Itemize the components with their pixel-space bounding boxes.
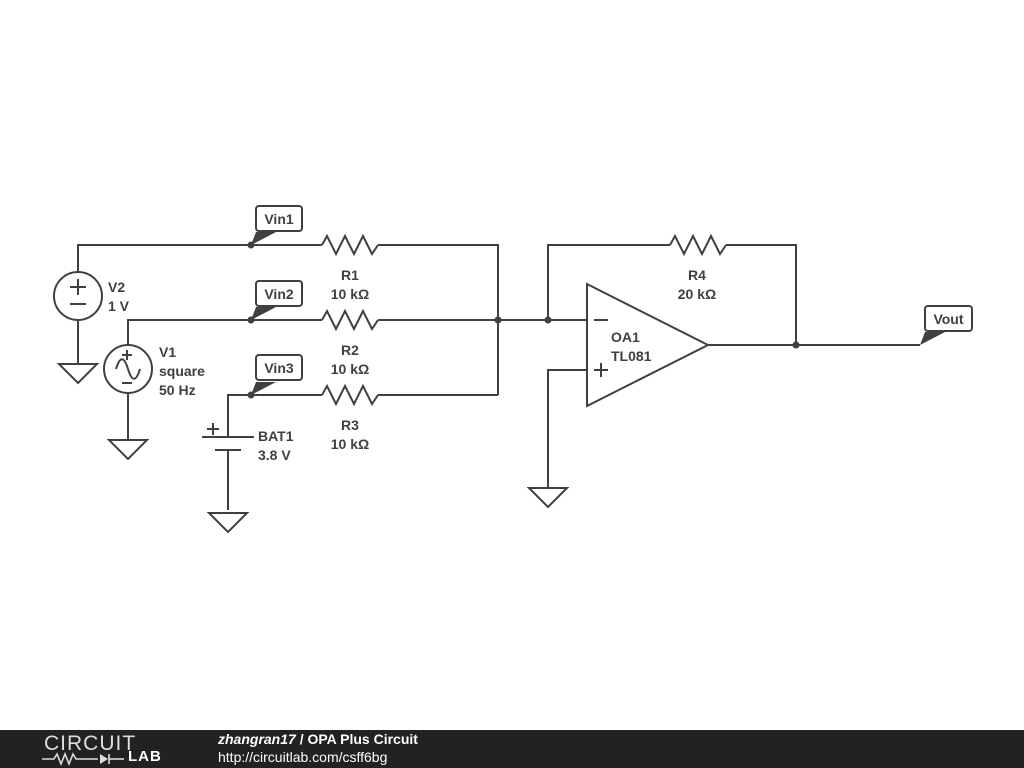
r4-value-label: 20 kΩ — [678, 286, 716, 302]
byline: zhangran17 / OPA Plus Circuit — [218, 731, 418, 747]
r2-value-label: 10 kΩ — [331, 361, 369, 377]
vin3-label: Vin3 — [264, 360, 294, 376]
v1-freq-label: 50 Hz — [159, 382, 196, 398]
net-label-vout: Vout — [920, 305, 973, 345]
ground-v2 — [56, 363, 100, 385]
circuit-title: OPA Plus Circuit — [307, 731, 418, 747]
ground-opamp — [526, 487, 570, 509]
circuit-url[interactable]: http://circuitlab.com/csff6bg — [218, 749, 388, 765]
r4-resistor: R4 20 kΩ — [669, 233, 727, 302]
r4-ref-label: R4 — [688, 267, 706, 283]
v2-ref-label: V2 — [108, 279, 125, 295]
oa1-opamp: OA1 TL081 — [586, 282, 711, 408]
v2-dc-source: V2 1 V — [53, 271, 130, 321]
r2-ref-label: R2 — [341, 342, 359, 358]
bat1-battery: BAT1 3.8 V — [202, 423, 294, 463]
net-label-vin3: Vin3 — [251, 354, 303, 395]
ground-bat1 — [206, 512, 250, 534]
oa1-model-label: TL081 — [611, 348, 652, 364]
net-label-vin1: Vin1 — [251, 205, 303, 245]
wires — [77, 244, 920, 510]
r3-ref-label: R3 — [341, 417, 359, 433]
oa1-ref-label: OA1 — [611, 329, 640, 345]
r1-resistor: R1 10 kΩ — [321, 233, 379, 302]
r1-value-label: 10 kΩ — [331, 286, 369, 302]
r1-ref-label: R1 — [341, 267, 359, 283]
logo-lab-text: LAB — [128, 748, 162, 765]
bat1-value-label: 3.8 V — [258, 447, 291, 463]
footer-bar: CIRCUIT LAB zhangran17 / OPA Plus Circui… — [0, 730, 1024, 768]
vout-label: Vout — [933, 311, 963, 327]
byline-separator: / — [295, 731, 308, 747]
net-label-vin2: Vin2 — [251, 280, 303, 320]
v1-ref-label: V1 — [159, 344, 176, 360]
logo-resistor-icon — [42, 752, 124, 766]
circuit-schematic: V2 1 V V1 square 50 Hz BAT1 3.8 V R1 10 … — [53, 205, 973, 534]
r3-value-label: 10 kΩ — [331, 436, 369, 452]
r3-resistor: R3 10 kΩ — [321, 383, 379, 452]
author-link[interactable]: zhangran17 — [218, 731, 296, 747]
v2-value-label: 1 V — [108, 298, 130, 314]
vin2-label: Vin2 — [264, 286, 294, 302]
v1-ac-source: V1 square 50 Hz — [103, 344, 205, 398]
bat1-ref-label: BAT1 — [258, 428, 294, 444]
vin1-label: Vin1 — [264, 211, 294, 227]
ground-v1 — [106, 439, 150, 461]
v1-type-label: square — [159, 363, 205, 379]
r2-resistor: R2 10 kΩ — [321, 308, 379, 377]
ground-symbols — [56, 363, 570, 534]
circuitlab-logo: CIRCUIT — [44, 732, 137, 755]
